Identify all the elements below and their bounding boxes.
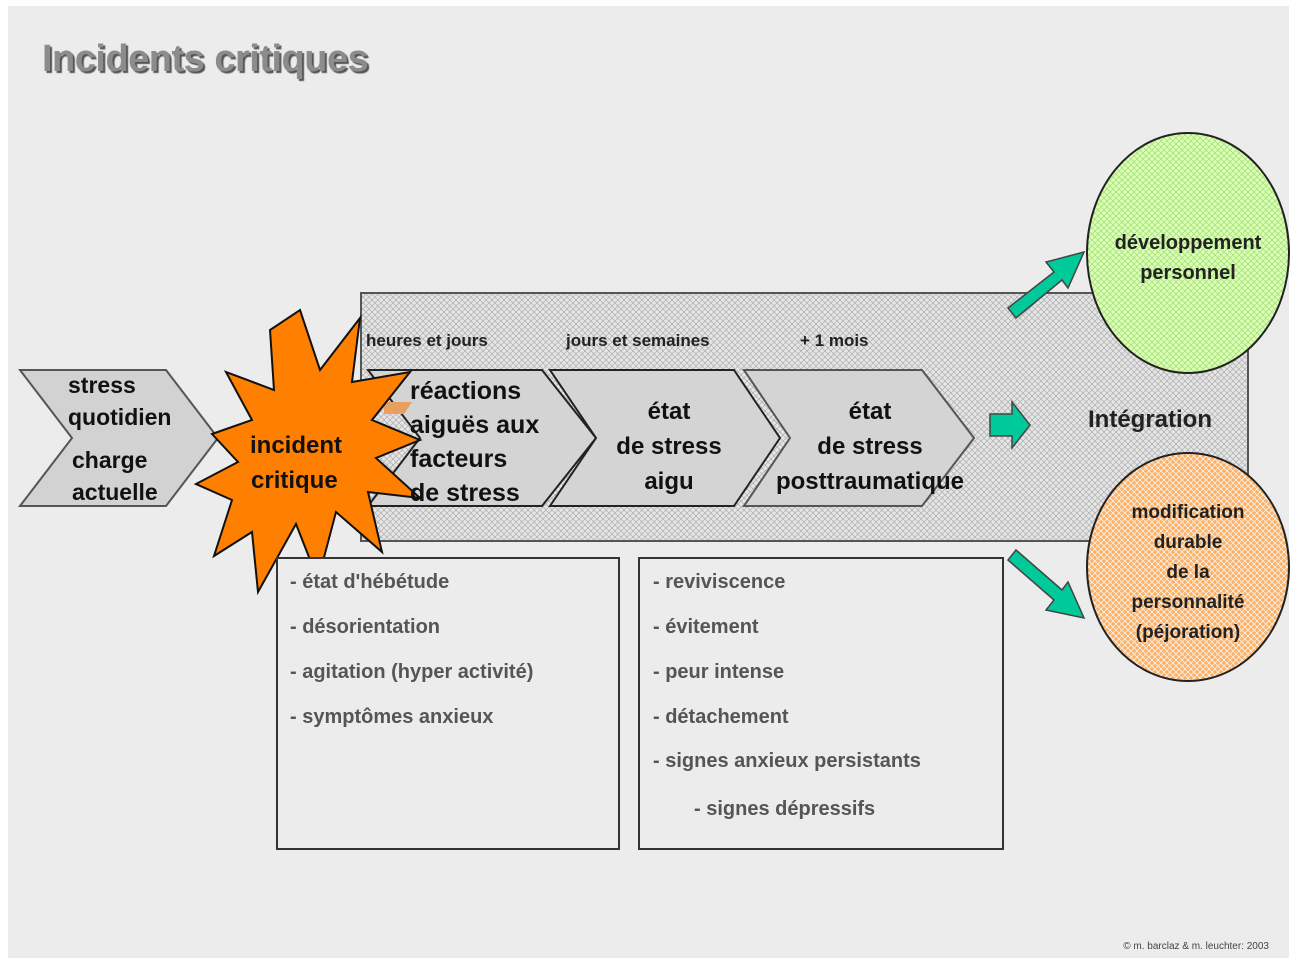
ptsd-symptom-item: - signes dépressifs [694,798,876,820]
phase-chevron-2 [548,369,782,507]
phase-chevron-1 [365,369,598,507]
phase-2-line-1: état [647,398,691,425]
phase-1-line-1: réactions [410,377,522,405]
acute-symptoms-box: - état d'hébétude - désorientation - agi… [276,557,620,850]
input-chevron [17,369,220,507]
negative-outcome-line-3: de la [1166,562,1210,583]
positive-outcome-line-1: développement [1114,232,1262,254]
ptsd-symptom-item: - détachement [653,706,789,728]
phase-2-text: état de stress aigu [604,394,734,499]
phase-1-text: réactions aiguës aux facteurs de stress [410,374,539,510]
input-label-4: actuelle [72,479,158,505]
phase-3-line-2: de stress [817,433,923,460]
up-arrow [1006,250,1086,320]
ptsd-symptom-item: - reviviscence [653,571,786,593]
negative-outcome-line-4: personnalité [1131,592,1245,613]
phase-3-line-3: posttraumatique [775,468,964,495]
incident-label-1: incident [250,432,343,459]
phase-1-line-2: aiguës aux [410,411,540,439]
input-label-3: charge [72,447,148,473]
positive-outcome-text: développement personnel [1090,228,1286,288]
phase-3-text: état de stress posttraumatique [758,394,982,499]
phase-chevron-3 [742,369,976,507]
acute-symptom-item: - désorientation [290,616,441,638]
acute-symptom-item: - état d'hébétude [290,571,450,593]
input-label-1: stress [68,372,136,398]
timeline-label-weeks: jours et semaines [566,331,710,350]
input-label-2: quotidien [68,404,172,430]
phase-2-line-3: aigu [644,468,694,495]
timeline-label-hours: heures et jours [366,331,488,350]
copyright-credit: © m. barclaz & m. leuchter: 2003 [1123,941,1269,952]
negative-outcome-line-1: modification [1131,502,1245,523]
positive-outcome-line-2: personnel [1140,262,1236,284]
phase-3-line-1: état [848,398,892,425]
ptsd-symptom-item: - signes anxieux persistants [653,750,921,772]
negative-outcome-ellipse [1086,452,1290,682]
positive-outcome-ellipse [1086,132,1290,374]
integration-label: Intégration [1088,406,1212,433]
acute-symptom-item: - agitation (hyper activité) [290,661,534,683]
acute-symptom-item: - symptômes anxieux [290,706,494,728]
timeline-label-month: + 1 mois [800,331,869,350]
integration-arrow [989,399,1031,451]
orange-notch [384,402,412,414]
phase-1-line-4: de stress [410,479,520,507]
ptsd-symptoms-box: - reviviscence - évitement - peur intens… [638,557,1004,850]
negative-outcome-line-2: durable [1153,532,1223,553]
ptsd-symptom-item: - peur intense [653,661,785,683]
negative-outcome-text: modification durable de la personnalité … [1090,498,1286,648]
down-arrow [1006,548,1086,620]
incident-starburst [193,308,423,596]
phase-2-line-2: de stress [616,433,722,460]
page-title: Incidents critiques [42,38,369,80]
ptsd-symptom-item: - évitement [653,616,759,638]
negative-outcome-line-5: (péjoration) [1135,622,1241,643]
phase-1-line-3: facteurs [410,445,508,473]
incident-label-2: critique [251,467,338,494]
